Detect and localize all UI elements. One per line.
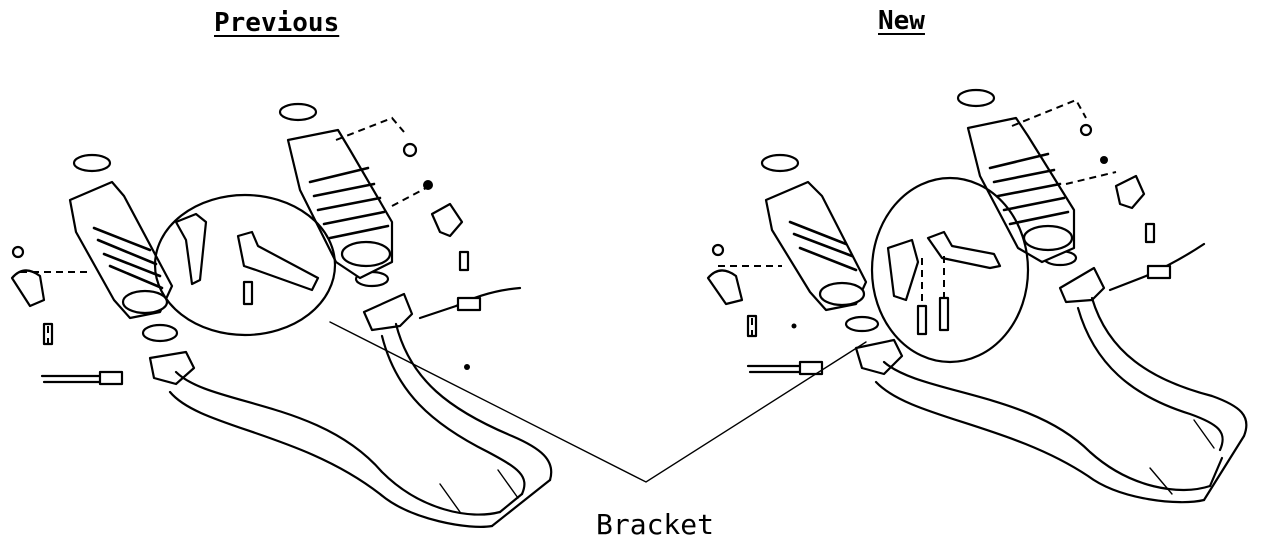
oxygen-sensors-new [746, 242, 1206, 376]
bracket-detail-circle-previous [153, 193, 337, 337]
new-heading: New [878, 6, 925, 36]
gasket-lower-new [844, 315, 880, 333]
bracket-label: Bracket [596, 508, 715, 541]
gasket-upper-previous [278, 102, 318, 122]
bracket-new [886, 230, 1002, 336]
previous-assembly [10, 102, 553, 528]
front-pipe-previous [148, 292, 553, 528]
right-catalytic-converter-new [966, 116, 1076, 264]
oxygen-sensors-previous [40, 286, 522, 386]
bracket-detail-circle-new [870, 176, 1030, 364]
left-catalytic-converter-new [764, 180, 868, 312]
bracket-previous [174, 212, 320, 306]
gasket-left-new [760, 153, 800, 173]
gasket-lower-previous [141, 323, 179, 343]
gasket-left-previous [72, 153, 112, 173]
fasteners-new [706, 123, 1156, 338]
right-catalytic-converter-previous [286, 128, 394, 280]
gasket-upper-new [956, 88, 996, 108]
front-pipe-new [854, 266, 1248, 504]
previous-heading: Previous [214, 8, 340, 38]
fasteners-previous [10, 142, 470, 370]
new-assembly [706, 88, 1248, 504]
bracket-leader-lines [329, 321, 867, 483]
left-catalytic-converter-previous [68, 180, 174, 320]
